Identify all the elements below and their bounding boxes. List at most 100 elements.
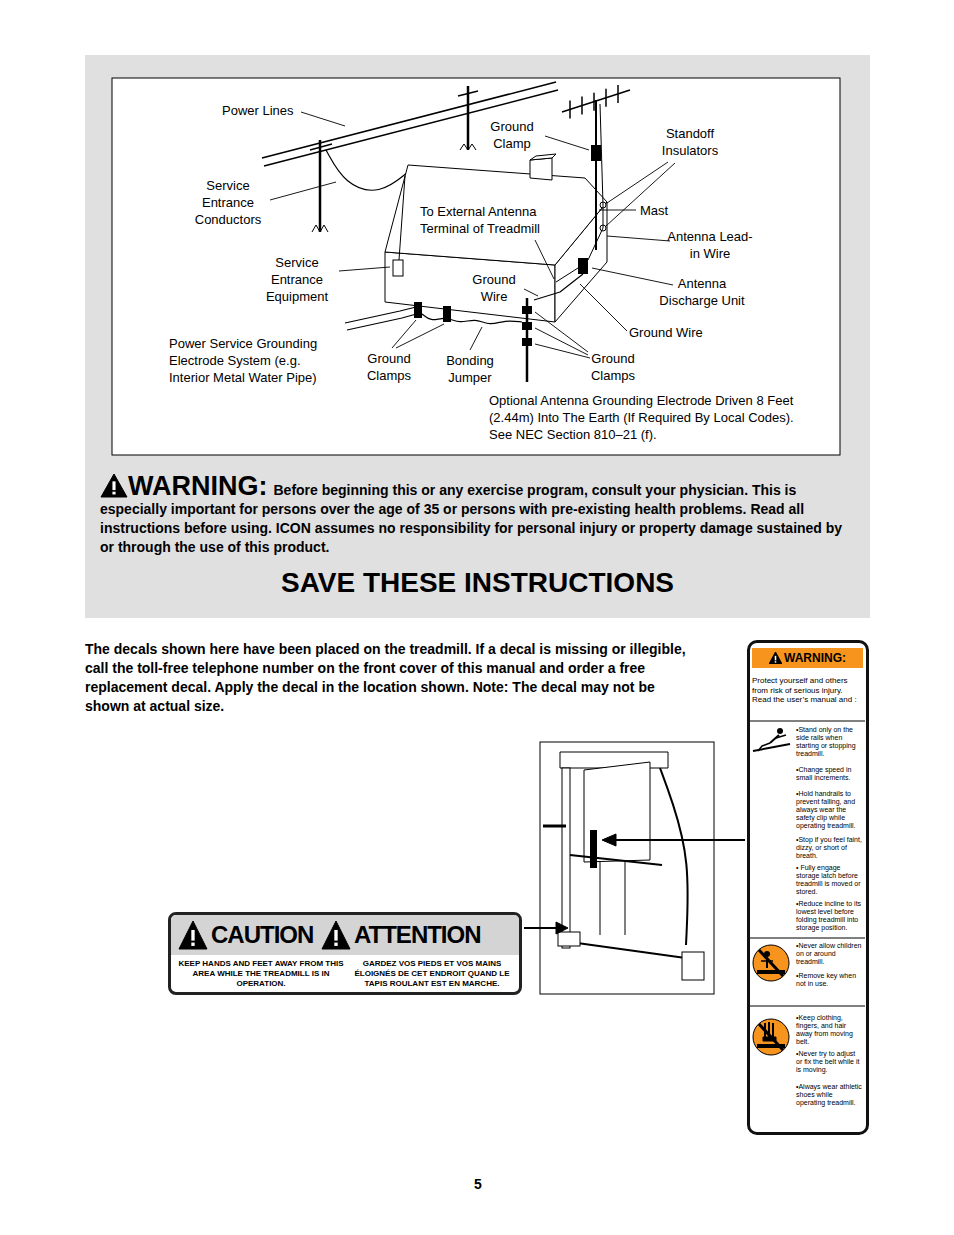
decal-instructions: The decals shown here have been placed o…: [85, 640, 697, 716]
ground-clamp: [522, 306, 532, 314]
leader-line: [535, 344, 590, 358]
warning-intro: Protect yourself and others from risk of…: [752, 676, 860, 705]
treadmill-side-rail: [660, 768, 688, 945]
exclamation-dot: [775, 661, 777, 662]
diagram-label: Standoff Insulators: [652, 125, 728, 159]
diagram-label: To External Antenna Terminal of Treadmil…: [420, 203, 560, 237]
decal-arrow-line: [612, 839, 745, 841]
warning-heading: WARNING:: [784, 651, 846, 665]
divider-line: [750, 1006, 865, 1007]
leader-line: [607, 236, 670, 241]
diagram-label: Ground Clamps: [358, 350, 420, 384]
decal-arrowhead: [556, 922, 568, 934]
warning-triangle-shape: [769, 652, 782, 664]
treadmill-console: [560, 752, 668, 768]
leader-line: [580, 284, 627, 331]
belt-symbol: [753, 744, 790, 751]
ground-clamp: [522, 322, 532, 330]
power-line: [262, 82, 556, 158]
leader-line: [301, 112, 345, 126]
exclamation-bar: [191, 930, 194, 941]
mast-ground-clamp: [591, 145, 601, 161]
leader-line: [339, 267, 390, 271]
diagram-label: Ground Clamp: [481, 118, 543, 152]
treadmill-support: [600, 862, 601, 935]
diagram-label: Power Lines: [222, 102, 294, 119]
treadmill-wheel-housing: [682, 952, 704, 980]
warning-triangle-shape: [179, 921, 207, 949]
leader-line: [470, 327, 482, 350]
leader-line: [270, 182, 336, 200]
service-drop-wire: [399, 176, 405, 260]
page-number: 5: [460, 1175, 496, 1193]
prohibition-slash: [759, 1024, 783, 1050]
leader-line: [599, 210, 636, 211]
bonding-jumper: [422, 314, 522, 324]
treadmill-foot: [558, 932, 580, 946]
diagram-label: Ground Wire: [466, 271, 522, 305]
leader-line: [606, 163, 675, 226]
treadmill-crossbar: [570, 855, 662, 865]
leader-line: [592, 268, 673, 285]
caution-text: GARDEZ VOS PIEDS ET VOS MAINS ÉLOIGNÉS D…: [349, 959, 515, 989]
diagram-label: Service Entrance Equipment: [257, 254, 337, 305]
leader-line: [396, 324, 444, 348]
pole-crossbar: [310, 144, 332, 150]
chimney-top: [530, 154, 556, 160]
treadmill-upright: [562, 768, 570, 948]
antenna-lead-in-wire: [588, 104, 603, 260]
pole-crossbar: [458, 91, 478, 96]
decal-arrowhead: [602, 834, 616, 846]
treadmill-support: [625, 862, 626, 935]
grass-tuft: [312, 225, 328, 232]
safety-instruction: •Stand only on the side rails when start…: [796, 726, 863, 758]
instructions-panel-ground: [85, 55, 870, 618]
warning-triangle-shape: [101, 474, 127, 497]
warning-heading: WARNING:: [128, 471, 267, 501]
safety-instruction: • Fully engage storage latch before trea…: [796, 864, 863, 896]
person-body: [770, 735, 779, 743]
antenna-discharge-unit: [578, 258, 588, 274]
treadmill-frame: [540, 742, 714, 994]
person-leg: [758, 743, 770, 751]
safety-instruction: •Hold handrails to prevent falling, and …: [796, 790, 863, 830]
safety-instruction: •Reduce incline to its lowest level befo…: [796, 900, 863, 932]
water-pipe: [345, 306, 420, 323]
person-head: [777, 728, 783, 734]
power-line: [264, 90, 558, 166]
finger: [772, 1023, 774, 1037]
utility-pole: [467, 86, 470, 150]
decal-arrow-line: [524, 927, 558, 929]
service-conductors: [326, 150, 408, 190]
ground-clamp: [522, 338, 532, 346]
warning-decal: WARNING: Protect yourself and others from…: [747, 640, 869, 1135]
caution-heading: CAUTION: [211, 918, 313, 952]
diagram-frame: [112, 78, 840, 455]
exclamation-bar: [775, 656, 777, 661]
diagram-label: Power Service Grounding Electrode System…: [169, 335, 341, 386]
save-instructions-heading: SAVE THESE INSTRUCTIONS: [85, 566, 870, 600]
leader-line: [535, 240, 554, 279]
treadmill-base: [570, 942, 700, 960]
exclamation-bar: [112, 481, 115, 490]
exclamation-dot: [112, 492, 115, 495]
antenna-element: [569, 100, 571, 118]
service-entrance-box: [393, 260, 403, 276]
diagram-label: Service Entrance Conductors: [183, 177, 273, 228]
house-roof: [385, 165, 607, 265]
warning-triangle-shape: [322, 921, 350, 949]
ground-wire: [534, 274, 583, 300]
prohibition-circle: [753, 1019, 789, 1055]
safety-instruction: •Never allow children on or around tread…: [796, 942, 863, 966]
safety-instruction: •Never try to adjust or fix the belt whi…: [796, 1050, 863, 1074]
antenna-mast: [595, 100, 597, 250]
antenna-boom: [562, 90, 630, 112]
antenna-element: [605, 89, 607, 107]
antenna-element: [617, 85, 619, 103]
warning-symbol: [100, 473, 128, 498]
prohibition-circle: [753, 945, 789, 981]
treadmill-handle: [543, 825, 566, 828]
diagram-label: Ground Wire: [629, 324, 703, 341]
antenna-element: [581, 97, 583, 115]
grass-tuft: [460, 144, 476, 150]
